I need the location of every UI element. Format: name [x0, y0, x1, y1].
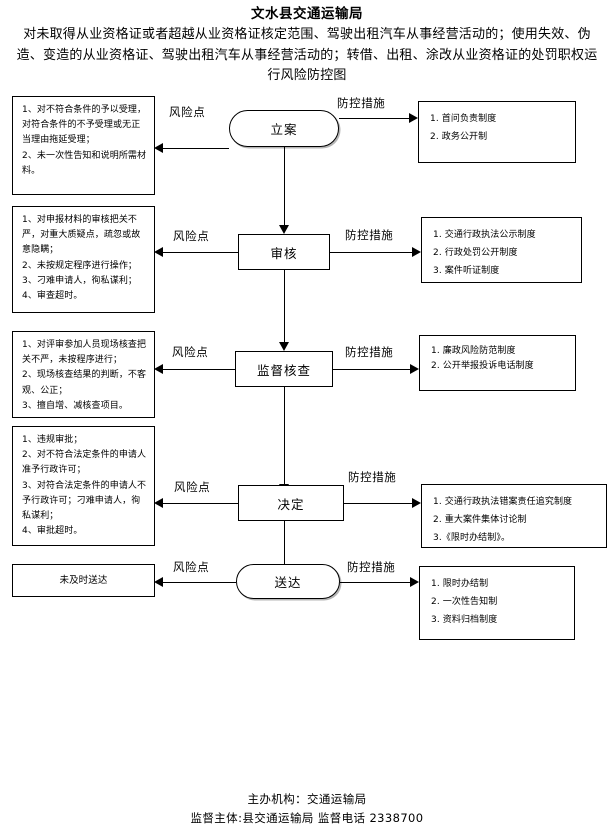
- arrow-measure-5: [410, 577, 419, 587]
- measure-box-1: 1. 首问负责制度 2. 政务公开制: [418, 101, 576, 163]
- arrow-risk-3: [154, 364, 163, 374]
- risk-box-2: 1、对申报材料的审核把关不严，对重大质疑点，疏忽或故意隐瞒； 2、未按规定程序进…: [12, 206, 155, 313]
- arrow-risk-5: [154, 577, 163, 587]
- measure-item: 3. 资料归档制度: [431, 615, 498, 625]
- footer-organizer: 主办机构：交通运输局: [247, 792, 367, 806]
- connector-risk-3: [163, 369, 235, 370]
- edge-label-risk-3: 风险点: [172, 345, 209, 359]
- measure-box-2: 1. 交通行政执法公示制度 2. 行政处罚公开制度 3. 案件听证制度: [421, 217, 582, 283]
- connector-risk-1: [163, 148, 229, 149]
- flow-node-2[interactable]: 审核: [238, 234, 330, 270]
- arrow-measure-4: [412, 498, 421, 508]
- edge-label-measure-3: 防控措施: [345, 345, 394, 359]
- edge-label-risk-5: 风险点: [173, 560, 210, 574]
- arrow-vertical-1-2: [279, 225, 289, 234]
- flow-node-5[interactable]: 送达: [236, 564, 340, 599]
- flow-node-1[interactable]: 立案: [229, 110, 339, 147]
- measure-item: 2. 行政处罚公开制度: [433, 248, 518, 258]
- flow-node-4-label: 决定: [277, 496, 305, 512]
- arrow-measure-3: [410, 364, 419, 374]
- connector-risk-4: [163, 503, 238, 504]
- measure-item: 3.《限时办结制》。: [433, 533, 511, 543]
- connector-measure-3: [333, 369, 410, 370]
- connector-risk-2: [163, 252, 238, 253]
- connector-risk-5: [163, 582, 236, 583]
- flow-node-2-label: 审核: [270, 245, 298, 261]
- connector-measure-4: [344, 503, 412, 504]
- measure-item: 1. 首问负责制度: [430, 114, 497, 124]
- flow-node-4[interactable]: 决定: [238, 485, 344, 521]
- measure-item: 1. 廉政风险防范制度: [431, 346, 516, 356]
- arrow-risk-4: [154, 498, 163, 508]
- connector-vertical-1-2: [284, 147, 285, 225]
- risk-box-3: 1、对评审参加人员现场核查把关不严，未按程序进行； 2、现场核查结果的判断，不客…: [12, 331, 155, 418]
- arrow-measure-1: [409, 113, 418, 123]
- risk-text-3: 1、对评审参加人员现场核查把关不严，未按程序进行； 2、现场核查结果的判断，不客…: [22, 340, 147, 411]
- measure-item: 2. 一次性告知制: [431, 597, 498, 607]
- edge-label-risk-2: 风险点: [173, 229, 210, 243]
- arrow-risk-1: [154, 143, 163, 153]
- arrow-measure-2: [412, 247, 421, 257]
- flow-node-3-label: 监督核查: [256, 362, 311, 378]
- measure-item: 2. 政务公开制: [430, 132, 488, 142]
- risk-box-5: 未及时送达: [12, 564, 155, 597]
- measure-box-3: 1. 廉政风险防范制度 2. 公开举报投诉电话制度: [419, 335, 576, 391]
- edge-label-measure-5: 防控措施: [347, 560, 396, 574]
- edge-label-measure-1: 防控措施: [337, 96, 386, 110]
- arrow-risk-2: [154, 247, 163, 257]
- flow-node-3[interactable]: 监督核查: [235, 351, 333, 387]
- connector-vertical-2-3: [284, 270, 285, 342]
- connector-measure-5: [340, 582, 410, 583]
- risk-text-5: 未及时送达: [59, 574, 108, 586]
- risk-box-1: 1、对不符合条件的予以受理，对符合条件的不予受理或无正当理由拖延受理； 2、未一…: [12, 96, 155, 195]
- measure-item: 1. 交通行政执法公示制度: [433, 230, 536, 240]
- measure-item: 3. 案件听证制度: [433, 266, 500, 276]
- measure-box-4: 1. 交通行政执法错案责任追究制度 2. 重大案件集体讨论制 3.《限时办结制》…: [421, 484, 607, 548]
- edge-label-measure-4: 防控措施: [348, 470, 397, 484]
- page-header: 文水县交通运输局 对未取得从业资格证或者超越从业资格证核定范围、驾驶出租汽车从事…: [0, 0, 614, 87]
- measure-item: 1. 交通行政执法错案责任追究制度: [433, 497, 573, 507]
- page-footer: 主办机构：交通运输局 监督主体:县交通运输局 监督电话 2338700: [0, 790, 614, 828]
- risk-text-1: 1、对不符合条件的予以受理，对符合条件的不予受理或无正当理由拖延受理； 2、未一…: [22, 105, 147, 176]
- connector-measure-1: [339, 118, 409, 119]
- connector-vertical-4-5: [284, 521, 285, 565]
- organization-title: 文水县交通运输局: [251, 6, 363, 22]
- flow-node-5-label: 送达: [274, 575, 302, 590]
- edge-label-risk-4: 风险点: [174, 480, 211, 494]
- risk-text-2: 1、对申报材料的审核把关不严，对重大质疑点，疏忽或故意隐瞒； 2、未按规定程序进…: [22, 215, 141, 302]
- measure-item: 1. 限时办结制: [431, 579, 489, 589]
- edge-label-risk-1: 风险点: [169, 105, 206, 119]
- footer-supervisor: 监督主体:县交通运输局 监督电话 2338700: [190, 811, 424, 825]
- measure-box-5: 1. 限时办结制 2. 一次性告知制 3. 资料归档制度: [419, 566, 575, 640]
- measure-item: 2. 公开举报投诉电话制度: [431, 361, 534, 371]
- connector-vertical-3-4: [284, 387, 285, 484]
- connector-measure-2: [330, 252, 412, 253]
- arrow-vertical-2-3: [279, 342, 289, 351]
- risk-text-4: 1、违规审批； 2、对不符合法定条件的申请人准予行政许可； 3、对符合法定条件的…: [22, 435, 147, 537]
- flow-node-1-label: 立案: [270, 122, 298, 137]
- risk-box-4: 1、违规审批； 2、对不符合法定条件的申请人准予行政许可； 3、对符合法定条件的…: [12, 426, 155, 546]
- measure-item: 2. 重大案件集体讨论制: [433, 515, 527, 525]
- page-title: 对未取得从业资格证或者超越从业资格证核定范围、驾驶出租汽车从事经营活动的；使用失…: [16, 27, 598, 83]
- edge-label-measure-2: 防控措施: [345, 228, 394, 242]
